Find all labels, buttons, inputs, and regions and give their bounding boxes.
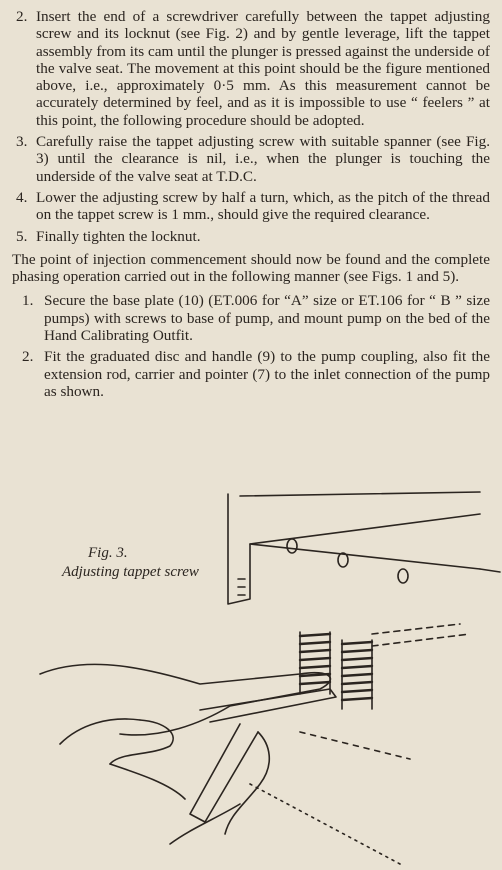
step-text: Carefully raise the tappet adjusting scr… [36,133,490,185]
list-item: 2. Insert the end of a screwdriver carefu… [12,8,490,129]
list-item: 2. Fit the graduated disc and handle (9) … [12,348,490,400]
step-number: 1. [22,292,34,310]
list-item: 5. Finally tighten the locknut. [12,228,490,245]
step-text: Fit the graduated disc and handle (9) to… [44,348,490,400]
figure-3: Fig. 3. Adjusting tappet screw [0,484,502,870]
list-item: 4. Lower the adjusting screw by half a tu… [12,189,490,224]
steps-list-bottom: 1. Secure the base plate (10) (ET.006 for… [12,292,490,400]
step-number: 2. [16,8,28,25]
step-number: 5. [16,227,28,245]
step-text: Finally tighten the locknut. [36,227,201,245]
hand-with-spanner-adjusting-tappet-icon [39,491,501,865]
phasing-paragraph: The point of injection commencement shou… [12,250,490,286]
list-item: 3. Carefully raise the tappet adjusting s… [12,133,490,185]
step-number: 2. [22,348,34,366]
step-text: Secure the base plate (10) (ET.006 for “… [44,292,490,345]
list-item: 1. Secure the base plate (10) (ET.006 for… [12,292,490,344]
step-text: Insert the end of a screwdriver carefull… [36,8,490,129]
step-number: 4. [16,188,28,206]
body-text: 2. Insert the end of a screwdriver carefu… [12,8,490,404]
steps-list-top: 2. Insert the end of a screwdriver carefu… [12,8,490,245]
step-number: 3. [16,133,28,151]
step-text: Lower the adjusting screw by half a turn… [36,188,490,224]
figure-caption-text: Adjusting tappet screw [62,564,199,580]
figure-caption: Fig. 3. Adjusting tappet screw [62,544,199,582]
figure-label: Fig. 3. [88,545,128,561]
